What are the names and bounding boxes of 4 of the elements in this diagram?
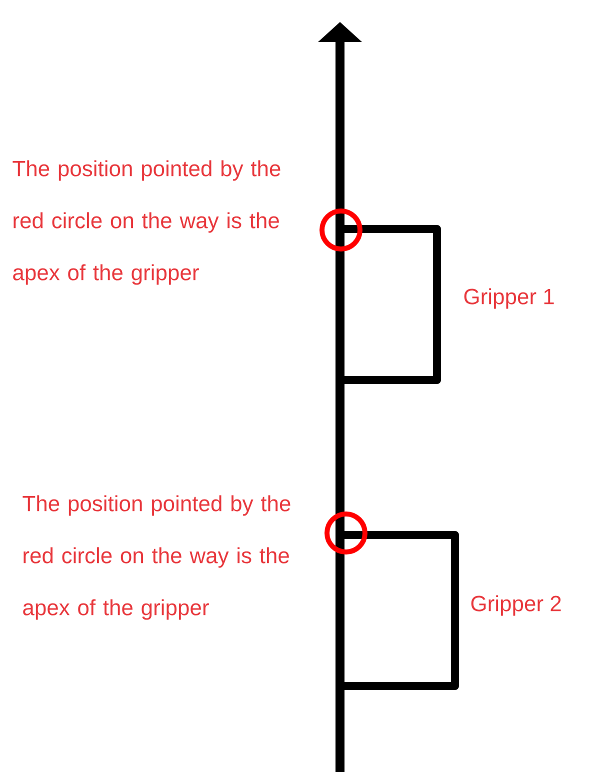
note-text: The position pointed by the red circle on the way is the apex of the gripper (22, 495, 290, 620)
gripper-label: Gripper 2 (471, 595, 561, 616)
note-text: The position pointed by the red circle on the way is the apex of the gripper (12, 160, 280, 285)
gripper-label: Gripper 1 (464, 288, 554, 309)
